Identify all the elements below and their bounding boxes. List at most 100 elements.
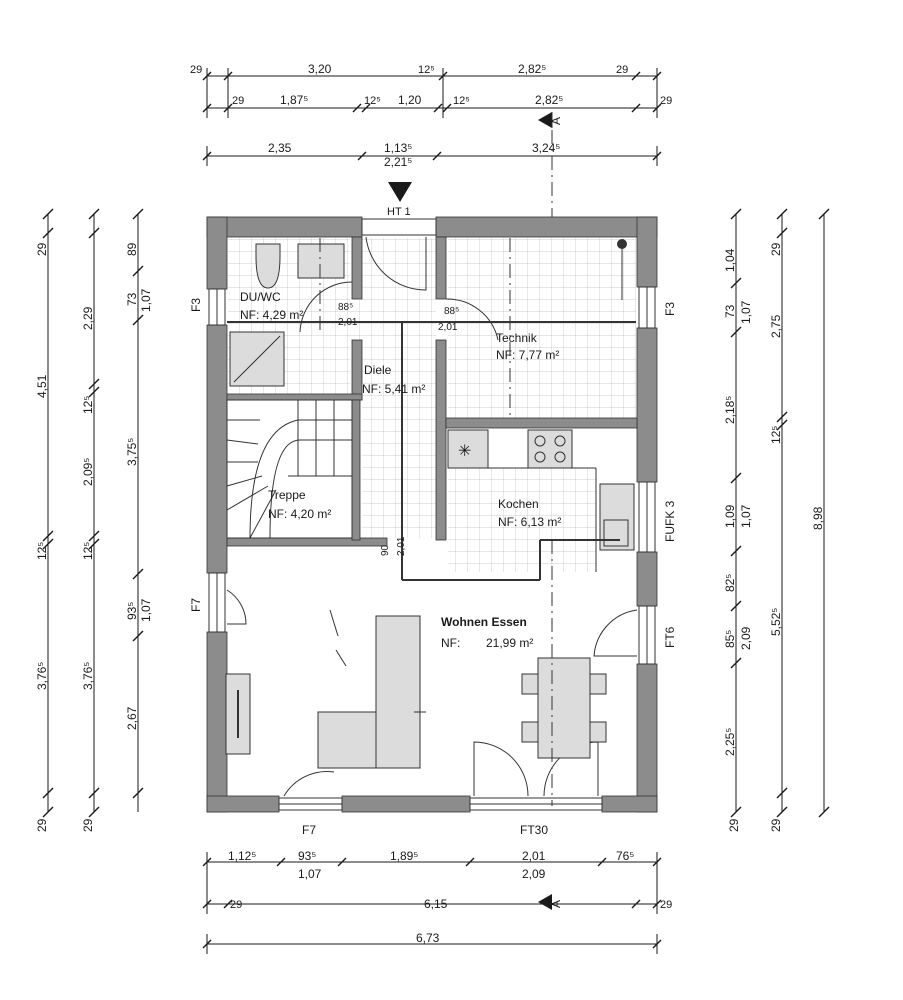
top-dim-1e: 29 — [616, 64, 628, 76]
door2-width: 88⁵ — [444, 306, 459, 317]
top-dim-2e: 12⁵ — [453, 95, 470, 107]
right-dim-2c: 12⁵ — [769, 426, 783, 444]
window-f3-left: F3 — [189, 298, 203, 312]
room-technik-name: Technik — [496, 331, 538, 345]
top-dim-3a: 2,35 — [268, 141, 292, 155]
window-f7-left: F7 — [189, 598, 203, 612]
fridge-icon: ✳ — [458, 443, 471, 460]
room-duwc-name: DU/WC — [240, 290, 281, 304]
right-dim-2d: 5,52⁵ — [769, 608, 783, 636]
section-marker-bottom: A — [538, 894, 563, 910]
window-f3-right: F3 — [663, 302, 677, 316]
section-marker-top-label: A — [549, 117, 563, 125]
hall-opening-height: 2,01 — [396, 536, 407, 556]
top-dim-2g: 29 — [660, 95, 672, 107]
staircase — [226, 399, 353, 539]
room-duwc-area: NF: 4,29 m² — [240, 308, 303, 322]
door1-width: 88⁵ — [338, 302, 353, 313]
technik-fixtures — [509, 238, 627, 418]
section-marker-top: A — [538, 112, 563, 218]
right-dim-1a: 1,04 — [723, 248, 737, 272]
window-ft6: FT6 — [663, 626, 677, 648]
section-marker-bottom-label: A — [549, 900, 563, 908]
bottom-dim-1e: 2,01 — [522, 849, 546, 863]
room-treppe-name: Treppe — [268, 488, 306, 502]
left-dim-3b: 73 — [125, 292, 139, 306]
entrance-label: HT 1 — [387, 206, 411, 218]
bottom-dim-2b: 6,15 — [424, 897, 448, 911]
left-dim-1c: 12⁵ — [35, 542, 49, 560]
top-dim-1c: 12⁵ — [418, 64, 435, 76]
top-dim-2a: 29 — [232, 95, 244, 107]
left-dim-2f: 29 — [81, 818, 95, 832]
left-dim-1d: 3,76⁵ — [35, 662, 49, 690]
left-dim-3d: 3,75⁵ — [125, 438, 139, 466]
top-dim-2d: 1,20 — [398, 93, 422, 107]
right-dim-2a: 29 — [769, 242, 783, 256]
left-dim-2e: 3,76⁵ — [81, 662, 95, 690]
bottom-dim-3a: 6,73 — [416, 931, 440, 945]
right-dim-1i: 2,09 — [739, 626, 753, 650]
bottom-dim-1d: 1,89⁵ — [390, 849, 418, 863]
left-dim-3e: 93⁵ — [125, 602, 139, 620]
top-dim-3d: 3,24⁵ — [532, 141, 560, 155]
bottom-dim-1f: 2,09 — [522, 867, 546, 881]
bottom-dimension-lines — [202, 852, 662, 954]
bottom-dim-1b: 93⁵ — [298, 849, 316, 863]
right-dimension-lines — [730, 208, 830, 818]
room-diele-area: NF: 5,41 m² — [362, 382, 425, 396]
room-diele-name: Diele — [364, 363, 392, 377]
right-dim-1c: 1,07 — [739, 300, 753, 324]
living-furniture — [225, 540, 607, 806]
room-technik-area: NF: 7,77 m² — [496, 348, 559, 362]
top-dim-1b: 3,20 — [308, 62, 332, 76]
room-wohnen-area-prefix: NF: — [441, 636, 460, 650]
right-dim-1e: 1,09 — [723, 504, 737, 528]
right-dim-1d: 2,18⁵ — [723, 396, 737, 424]
right-dim-1f: 1,07 — [739, 504, 753, 528]
left-dim-2a: 2,29 — [81, 306, 95, 330]
top-dim-3b: 1,13⁵ — [384, 141, 412, 155]
hall-opening-width: 90 — [380, 544, 391, 556]
left-dim-3a: 89 — [125, 242, 139, 256]
right-dim-1k: 29 — [769, 818, 783, 832]
left-dim-2b: 12⁵ — [81, 396, 95, 414]
door1-height: 2,01 — [338, 317, 358, 328]
bottom-dim-2a: 29 — [230, 899, 242, 911]
room-kochen-area: NF: 6,13 m² — [498, 515, 561, 529]
room-wohnen-name: Wohnen Essen — [441, 615, 527, 629]
top-dim-1a: 29 — [190, 64, 202, 76]
right-dim-3a: 8,98 — [811, 506, 825, 530]
kitchen-fixtures: ✳ — [227, 321, 636, 581]
bathroom-fixtures — [229, 238, 345, 387]
left-dimension-lines — [42, 208, 144, 818]
left-dim-3g: 2,67 — [125, 706, 139, 730]
room-treppe-area: NF: 4,20 m² — [268, 507, 331, 521]
top-dim-2c: 12⁵ — [364, 95, 381, 107]
right-dim-2b: 2,75 — [769, 314, 783, 338]
door2-height: 2,01 — [438, 322, 458, 333]
bottom-dim-1g: 76⁵ — [616, 849, 634, 863]
entrance-marker: HT 1 — [387, 182, 412, 218]
top-dim-2b: 1,87⁵ — [280, 93, 308, 107]
right-dim-1g: 82⁵ — [723, 574, 737, 592]
room-kochen-name: Kochen — [498, 497, 539, 511]
left-dim-3f: 1,07 — [139, 598, 153, 622]
right-dim-2e: 29 — [727, 818, 741, 832]
left-dim-1a: 29 — [35, 242, 49, 256]
top-dim-3c: 2,21⁵ — [384, 155, 412, 169]
left-dim-3c: 1,07 — [139, 288, 153, 312]
window-ft30: FT30 — [520, 823, 548, 837]
window-f7-bottom: F7 — [302, 823, 316, 837]
top-dim-1d: 2,82⁵ — [518, 62, 546, 76]
right-dim-1b: 73 — [723, 304, 737, 318]
left-dim-2d: 12⁵ — [81, 542, 95, 560]
top-dim-2f: 2,82⁵ — [535, 93, 563, 107]
right-dim-1h: 85⁵ — [723, 630, 737, 648]
bottom-dim-1c: 1,07 — [298, 867, 322, 881]
room-wohnen-area-value: 21,99 m² — [486, 636, 533, 650]
left-dim-2c: 2,09⁵ — [81, 458, 95, 486]
top-dimension-lines — [202, 68, 662, 166]
windows — [208, 218, 656, 811]
left-dim-1b: 4,51 — [35, 374, 49, 398]
